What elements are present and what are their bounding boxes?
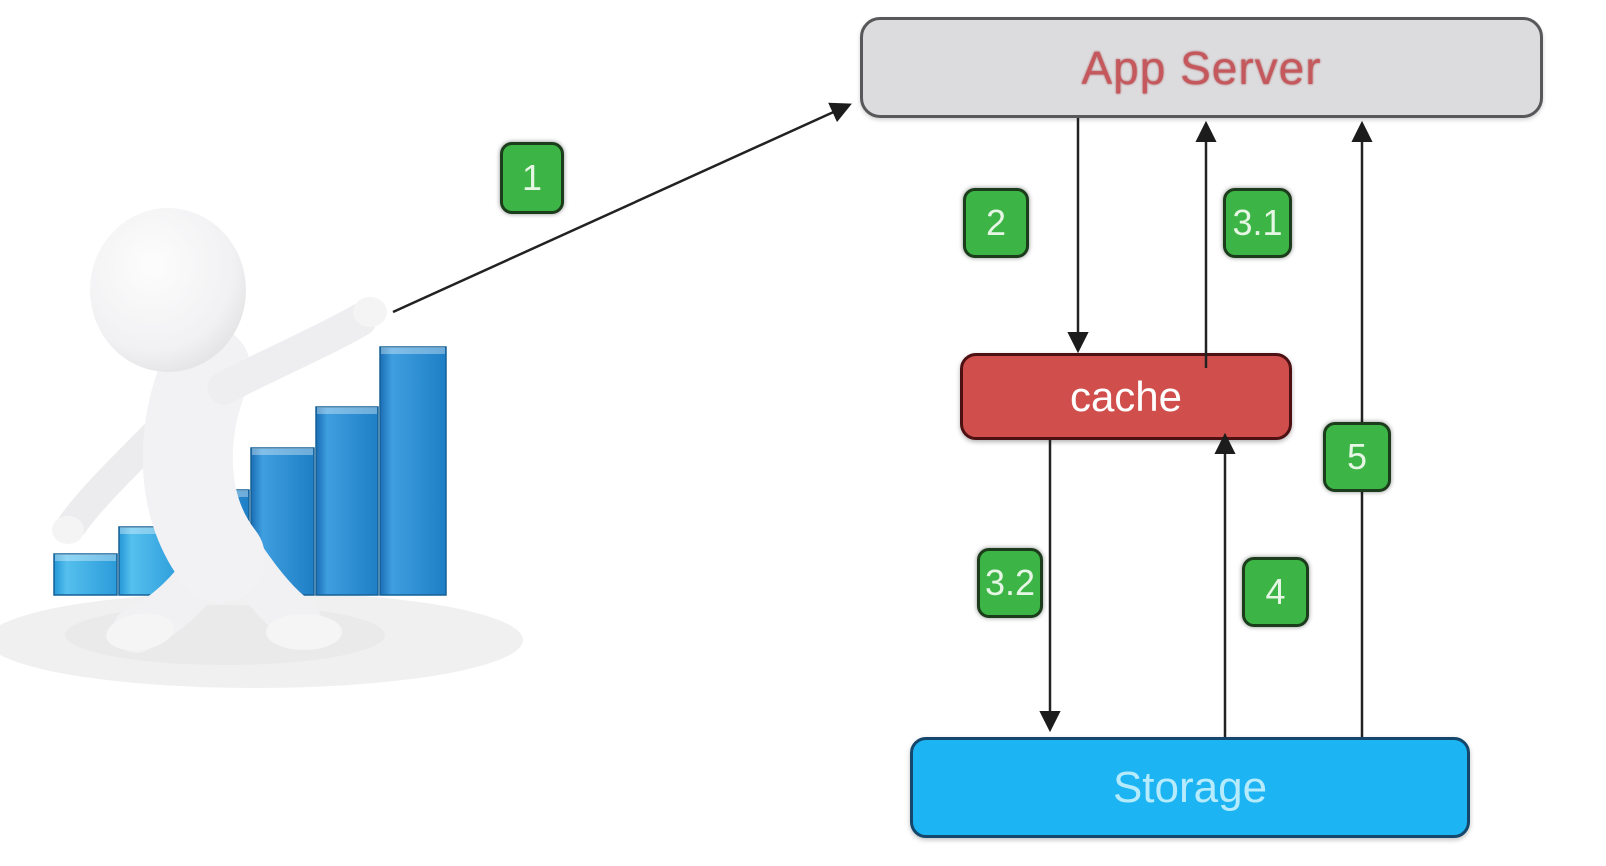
edge-5-badge-label: 5 bbox=[1346, 436, 1368, 477]
edge-3-2-badge: 3.2 bbox=[977, 548, 1043, 618]
node-app-server: App Server bbox=[860, 17, 1543, 118]
edge-4-badge-label: 4 bbox=[1265, 571, 1286, 612]
edge-1-badge-label: 1 bbox=[521, 157, 543, 198]
app-server-label: App Server bbox=[1081, 41, 1322, 94]
storage-label: Storage bbox=[1112, 762, 1268, 812]
edge-3-2-badge-label: 3.2 bbox=[984, 562, 1036, 603]
edge-5-badge: 5 bbox=[1323, 422, 1391, 492]
cache-label: cache bbox=[1069, 372, 1183, 420]
edge-4-badge: 4 bbox=[1242, 557, 1309, 627]
edge-2-badge: 2 bbox=[963, 188, 1029, 258]
node-storage: Storage bbox=[910, 737, 1470, 838]
edge-2-badge-label: 2 bbox=[985, 202, 1007, 243]
figure-torso bbox=[142, 325, 265, 603]
bar-4 bbox=[250, 447, 315, 596]
bar-1 bbox=[53, 553, 118, 596]
figure-left-hand bbox=[52, 516, 84, 544]
bar-5 bbox=[315, 406, 379, 596]
presenter-illustration bbox=[0, 208, 523, 688]
figure-right-arm bbox=[207, 303, 377, 405]
figure-left-foot bbox=[106, 613, 174, 651]
edge-3-1-badge-label: 3.1 bbox=[1232, 202, 1283, 243]
figure-head bbox=[90, 208, 246, 372]
figure-right-foot bbox=[266, 614, 342, 650]
figure-right-hand bbox=[353, 297, 387, 327]
presenter-figure bbox=[52, 208, 387, 653]
bar-6 bbox=[379, 346, 447, 596]
edge-1-badge: 1 bbox=[500, 142, 564, 214]
edge-1-arrow bbox=[392, 102, 852, 314]
node-cache: cache bbox=[960, 353, 1292, 440]
edge-3-1-badge: 3.1 bbox=[1223, 188, 1292, 258]
